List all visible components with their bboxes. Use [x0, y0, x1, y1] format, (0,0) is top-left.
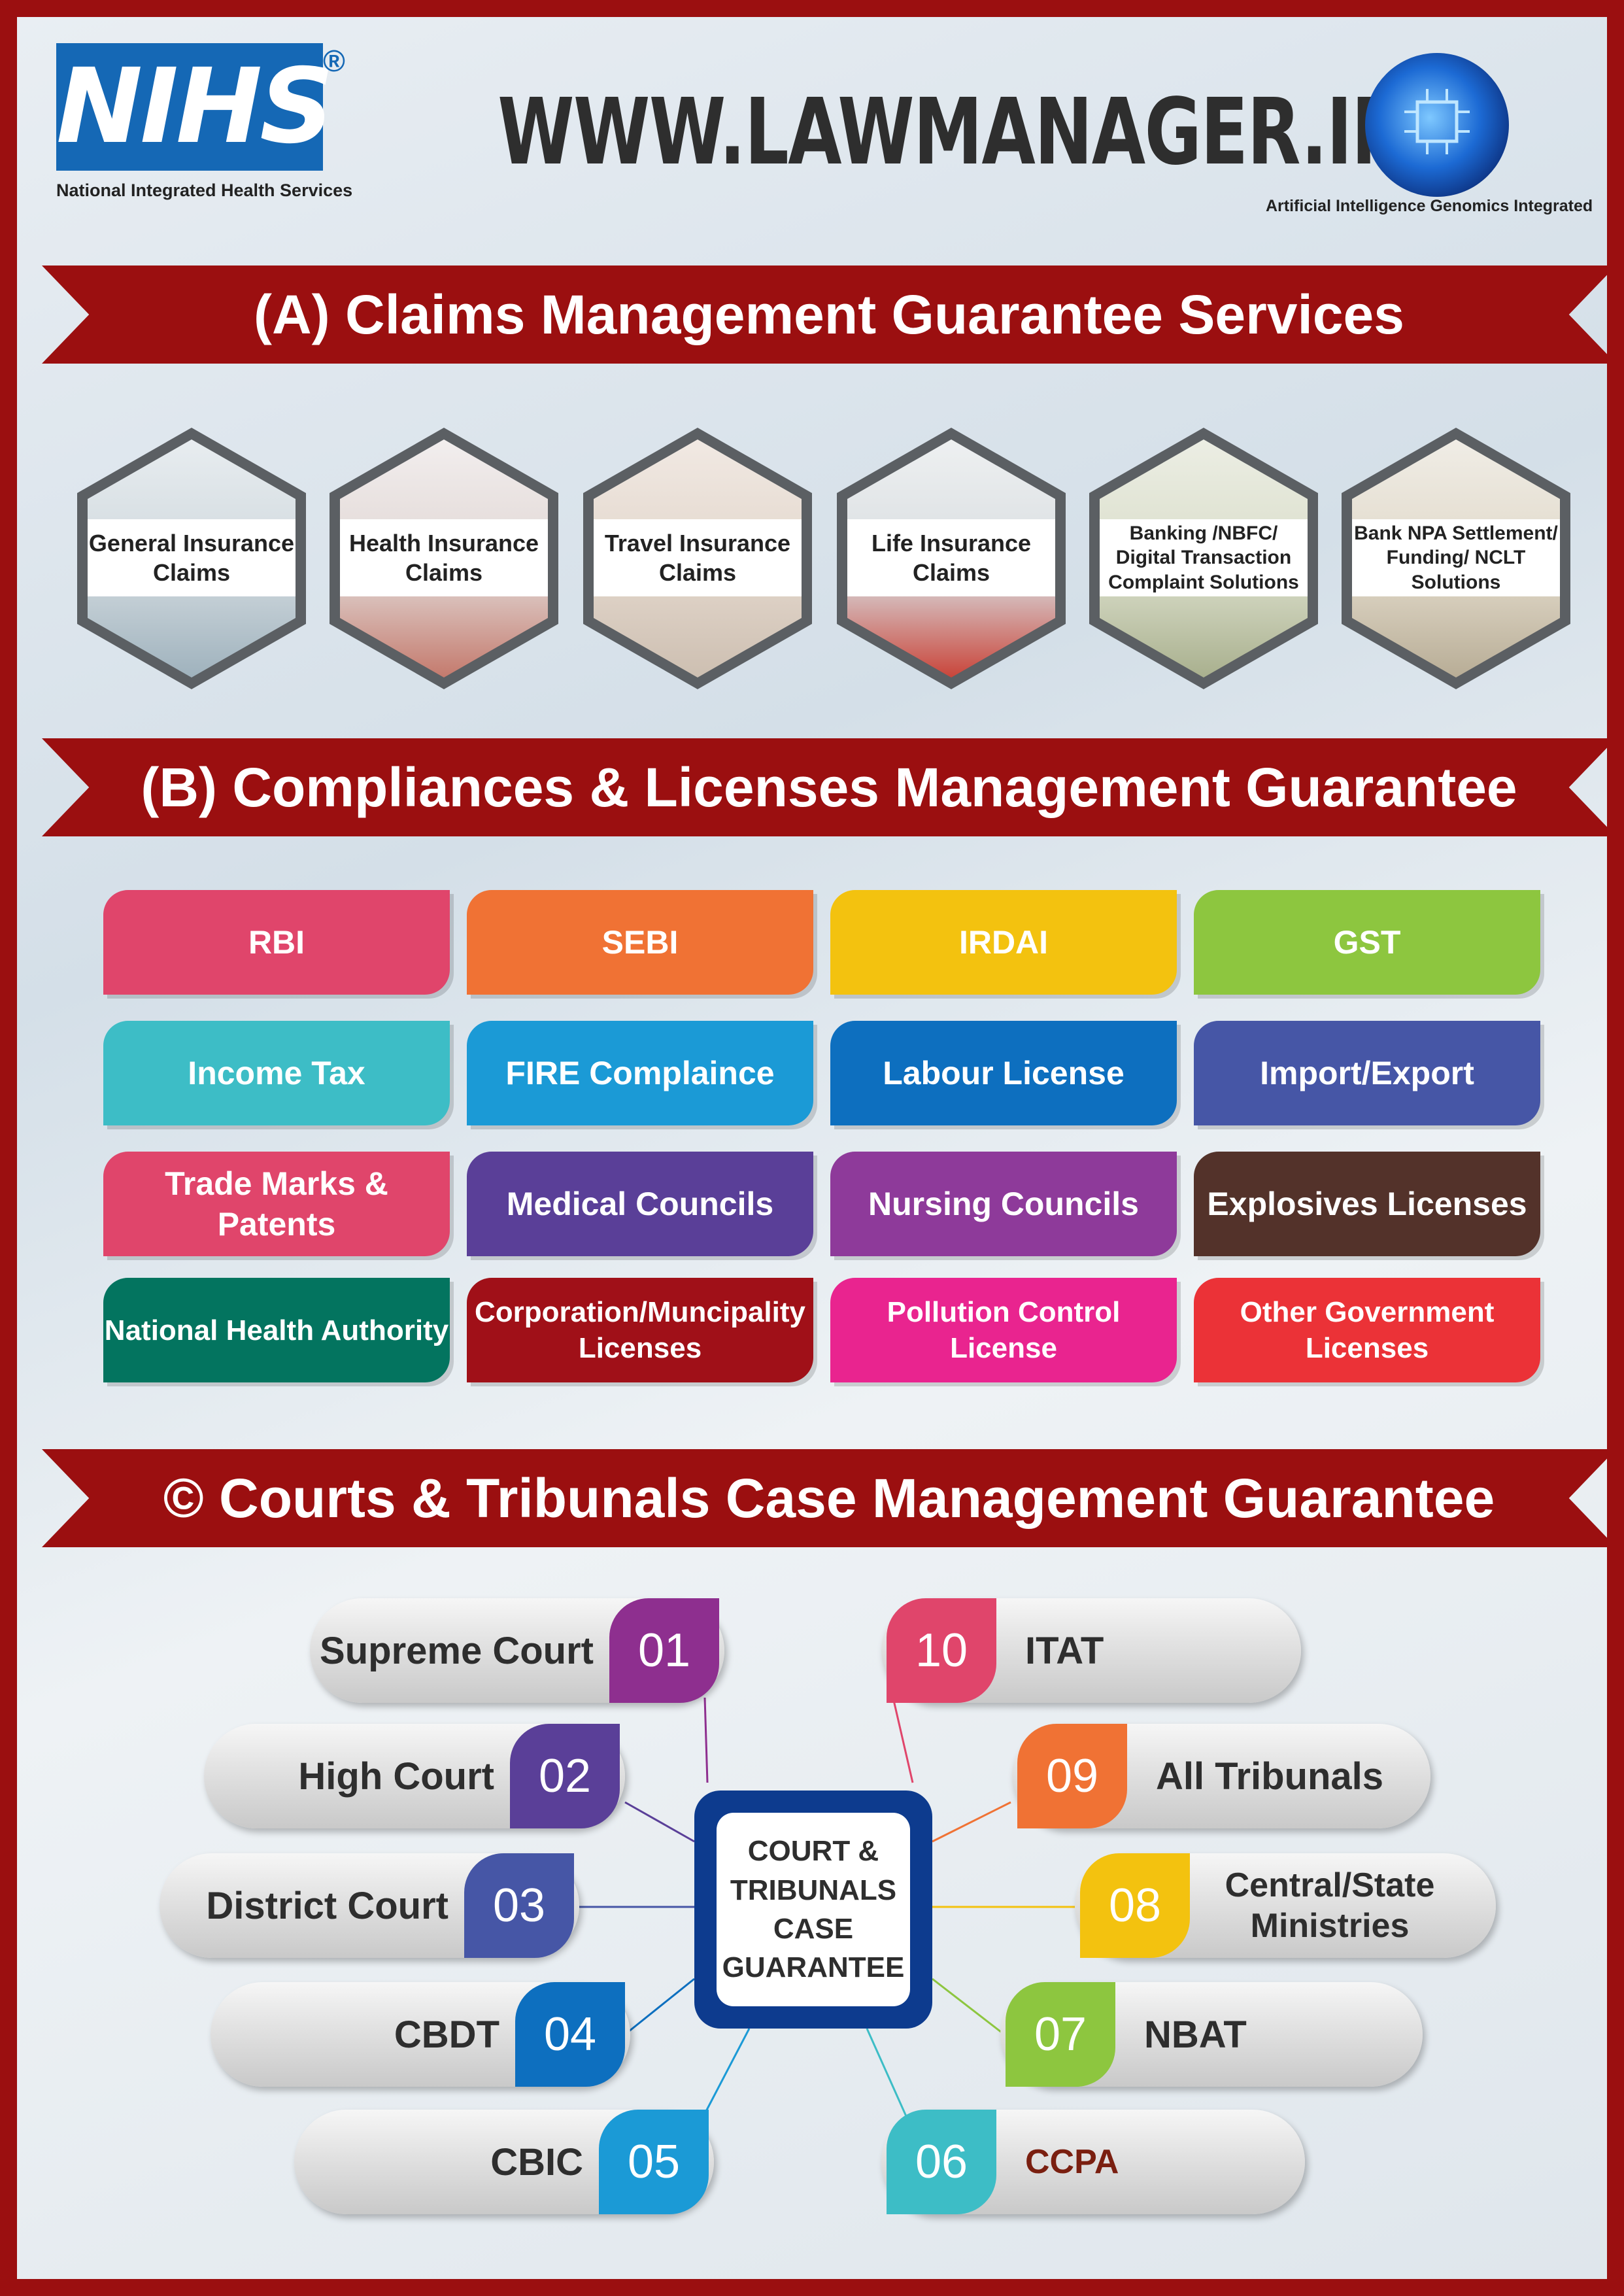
court-number-badge: 02	[510, 1724, 620, 1828]
court-number-badge: 10	[887, 1598, 996, 1703]
license-tag: SEBI	[467, 890, 813, 995]
court-label: CBDT	[394, 2013, 499, 2056]
court-label: All Tribunals	[1156, 1755, 1384, 1798]
court-label: ITAT	[1025, 1629, 1104, 1672]
license-tag: IRDAI	[830, 890, 1177, 995]
court-item: Supreme Court 01	[310, 1598, 724, 1703]
section-c-title: © Courts & Tribunals Case Management Gua…	[163, 1467, 1495, 1529]
hex-item-health-insurance: Health Insurance Claims	[330, 428, 558, 689]
license-tag: Income Tax	[103, 1021, 450, 1125]
hex-label: Life Insurance Claims	[847, 519, 1055, 596]
court-number-badge: 08	[1080, 1853, 1190, 1958]
section-a-title: (A) Claims Management Guarantee Services	[254, 283, 1404, 345]
hex-item-bank-npa: Bank NPA Settlement/ Funding/ NCLT Solut…	[1342, 428, 1570, 689]
registered-mark: ®	[323, 44, 345, 78]
license-tag: Explosives Licenses	[1194, 1152, 1540, 1256]
court-item: 07 NBAT	[1000, 1982, 1423, 2087]
court-item: CBDT 04	[211, 1982, 630, 2087]
hex-label: Travel Insurance Claims	[594, 519, 802, 596]
logo-subtitle: National Integrated Health Services	[56, 180, 353, 200]
license-tag: Nursing Councils	[830, 1152, 1177, 1256]
court-item: CBIC 05	[294, 2110, 714, 2214]
court-label: NBAT	[1144, 2013, 1247, 2056]
court-number-badge: 07	[1006, 1982, 1115, 2087]
license-tag: RBI	[103, 890, 450, 995]
court-label: High Court	[298, 1755, 494, 1798]
hex-item-banking-nbfc: Banking /NBFC/ Digital Transaction Compl…	[1089, 428, 1318, 689]
nihs-logo-text: NIHS	[56, 43, 334, 171]
court-item: 10 ITAT	[881, 1598, 1301, 1703]
ai-head-icon	[1365, 53, 1509, 197]
license-tag: Corporation/Muncipality Licenses	[467, 1278, 813, 1382]
court-number-badge: 05	[599, 2110, 709, 2214]
court-label: District Court	[206, 1884, 448, 1927]
nihs-logo: NIHS ® National Integrated Health Servic…	[56, 43, 352, 200]
license-tag: Medical Councils	[467, 1152, 813, 1256]
court-label: Supreme Court	[320, 1629, 594, 1672]
ai-caption: Artificial Intelligence Genomics Integra…	[1266, 197, 1593, 215]
court-label: CBIC	[490, 2140, 583, 2184]
court-number-badge: 03	[464, 1853, 574, 1958]
license-tag: Other Government Licenses	[1194, 1278, 1540, 1382]
license-tag: Trade Marks & Patents	[103, 1152, 450, 1256]
court-item: 09 All Tribunals	[1012, 1724, 1430, 1828]
court-number-badge: 09	[1017, 1724, 1127, 1828]
hex-label: Health Insurance Claims	[340, 519, 548, 596]
section-b-title: (B) Compliances & Licenses Management Gu…	[141, 756, 1517, 818]
hex-label: Banking /NBFC/ Digital Transaction Compl…	[1100, 519, 1308, 596]
hex-item-general-insurance: General Insurance Claims	[77, 428, 306, 689]
license-tag: Pollution Control License	[830, 1278, 1177, 1382]
license-tag: FIRE Complaince	[467, 1021, 813, 1125]
section-c-banner: © Courts & Tribunals Case Management Gua…	[42, 1449, 1607, 1547]
section-a-banner: (A) Claims Management Guarantee Services	[42, 266, 1607, 364]
center-hub: COURT & TRIBUNALS CASE GUARANTEE	[694, 1791, 932, 2029]
court-item: District Court 03	[160, 1853, 579, 1958]
license-tag: Import/Export	[1194, 1021, 1540, 1125]
court-label: Central/State Ministries	[1225, 1866, 1435, 1945]
hex-item-life-insurance: Life Insurance Claims	[837, 428, 1066, 689]
connector-lines	[579, 1697, 1076, 2117]
hex-label: Bank NPA Settlement/ Funding/ NCLT Solut…	[1352, 519, 1560, 596]
court-item: 06 CCPA	[881, 2110, 1305, 2214]
section-b-banner: (B) Compliances & Licenses Management Gu…	[42, 738, 1607, 836]
court-number-badge: 06	[887, 2110, 996, 2214]
hex-item-travel-insurance: Travel Insurance Claims	[583, 428, 812, 689]
court-number-badge: 01	[609, 1598, 719, 1703]
license-tag: National Health Authority	[103, 1278, 450, 1382]
center-hub-label: COURT & TRIBUNALS CASE GUARANTEE	[717, 1813, 910, 2006]
license-tag: Labour License	[830, 1021, 1177, 1125]
license-tag: GST	[1194, 890, 1540, 995]
court-item: 08 Central/State Ministries	[1075, 1853, 1496, 1958]
court-number-badge: 04	[515, 1982, 625, 2087]
court-label: CCPA	[1025, 2143, 1119, 2181]
court-item: High Court 02	[204, 1724, 625, 1828]
hex-label: General Insurance Claims	[88, 519, 296, 596]
